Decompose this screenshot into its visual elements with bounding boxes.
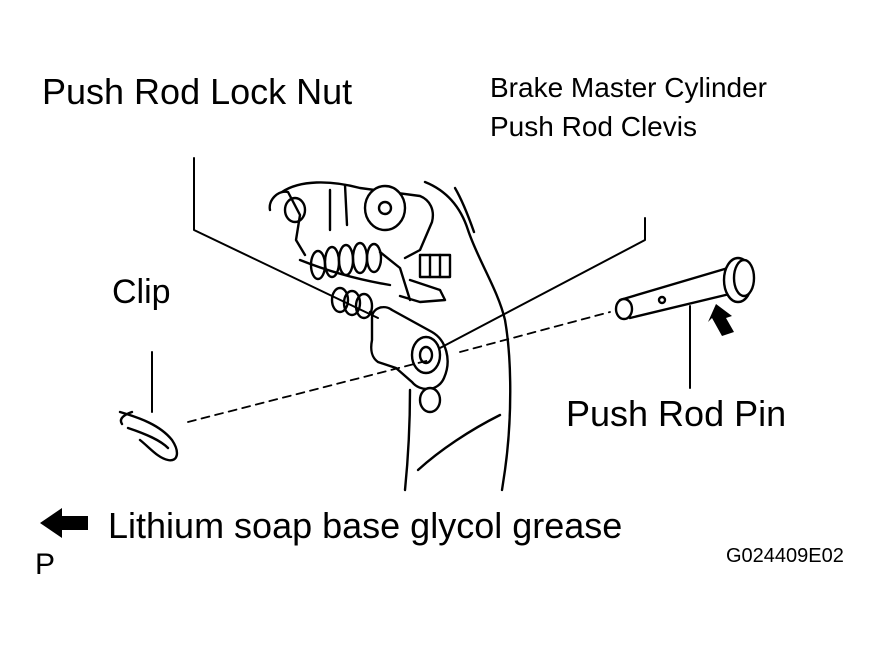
label-clip: Clip [112,273,171,311]
label-push-rod-pin: Push Rod Pin [566,393,787,434]
label-clevis-line2: Push Rod Clevis [490,111,697,142]
return-spring [309,241,412,302]
legend-arrow-icon [40,508,88,538]
clip-part [118,410,179,462]
label-push-rod-lock-nut: Push Rod Lock Nut [42,71,353,112]
label-clevis-line1: Brake Master Cylinder [490,72,767,103]
figure-code: G024409E02 [726,545,844,567]
grease-arrow-icon [708,304,734,336]
leader-clevis [439,217,646,349]
bracket-bolt [398,253,452,304]
leader-lock-nut [193,157,379,319]
pedal-bracket [268,181,434,287]
assembly-line [187,311,611,423]
legend-grease-text: Lithium soap base glycol grease [108,505,623,546]
push-rod-clevis [370,306,449,414]
legend-symbol: P [35,548,56,581]
push-rod-pin [614,256,756,321]
